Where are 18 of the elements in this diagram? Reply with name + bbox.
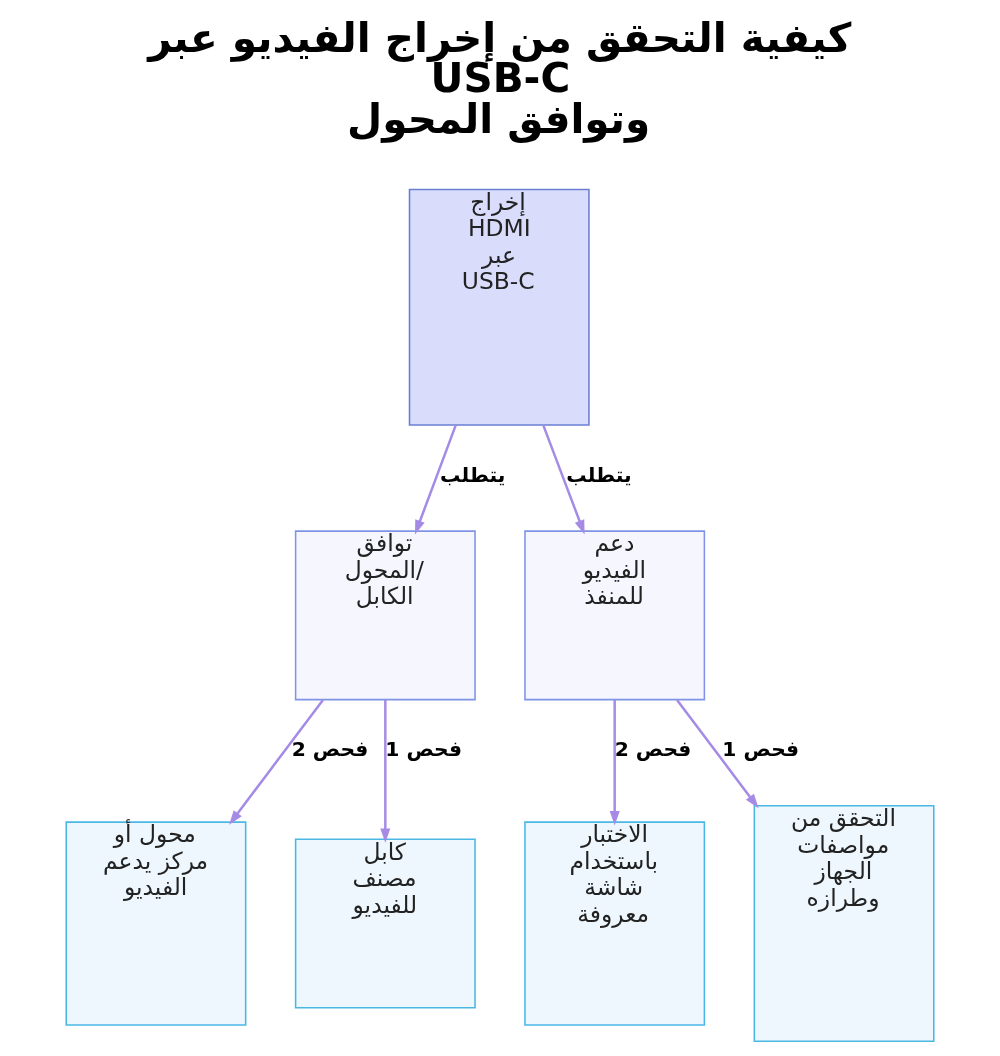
- arrow: [676, 699, 759, 809]
- arrow: [414, 424, 457, 535]
- node-box: دعم الفيديو للمنفذ: [524, 530, 706, 701]
- arrow: [609, 699, 620, 826]
- edge-label: يتطلب: [439, 462, 506, 487]
- node-box: محول أو مركز يدعم الفيديو: [65, 821, 247, 1026]
- edge-label: يتطلب: [566, 462, 632, 487]
- edge-label: فحص 1: [385, 737, 463, 762]
- edge-label: فحص 1: [722, 737, 800, 762]
- node-box: كابل مصنف للفيديو: [294, 838, 476, 1009]
- node-box: التحقق من مواصفات الجهاز وطرازه: [753, 804, 935, 1043]
- arrow: [229, 699, 324, 825]
- edge-label: فحص 2: [291, 737, 369, 762]
- arrow: [542, 424, 585, 535]
- edge-label: فحص 2: [614, 737, 692, 762]
- node-box: توافق المحول/ الكابل: [294, 530, 476, 701]
- node-box: الاختبار باستخدام شاشة معروفة: [524, 821, 706, 1026]
- arrow: [380, 699, 391, 843]
